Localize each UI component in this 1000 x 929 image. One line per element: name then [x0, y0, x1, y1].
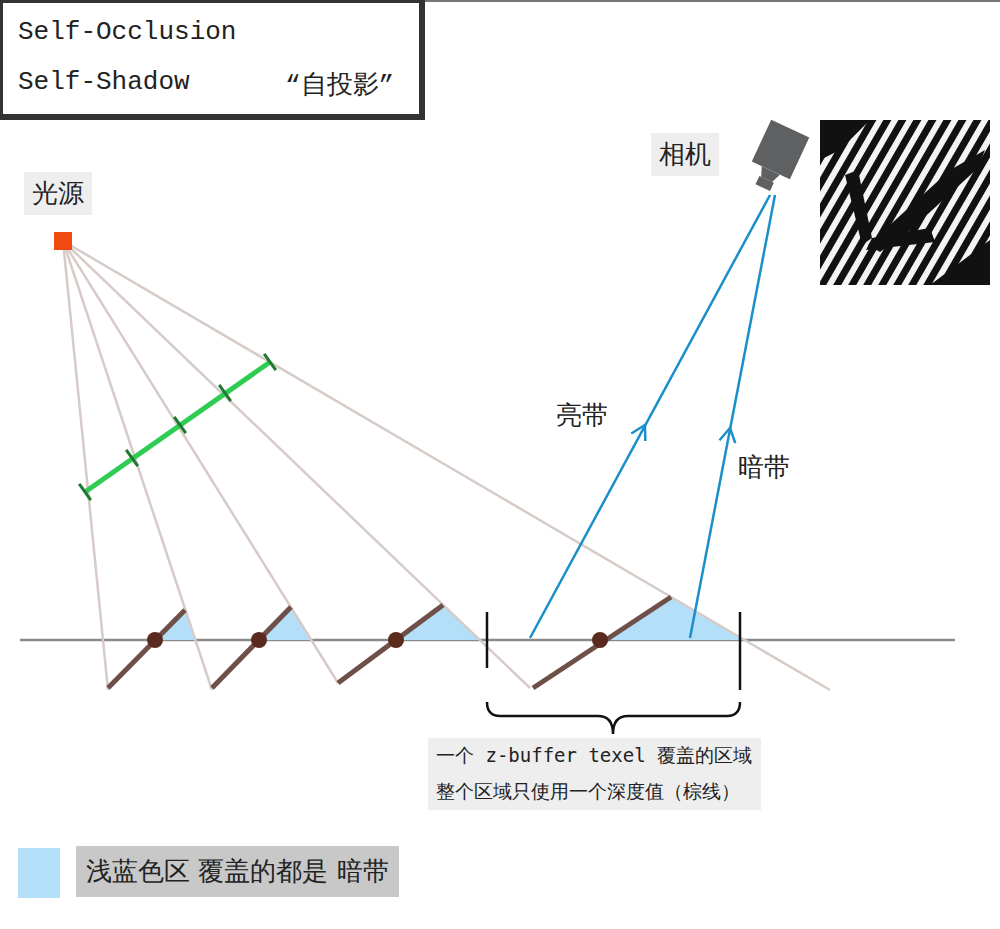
light-ray: [63, 241, 830, 690]
texel-bracket: [487, 612, 740, 734]
top-rule: [425, 0, 1000, 2]
dark-band-label: 暗带: [738, 450, 790, 485]
texel-caption: 整个区域只使用一个深度值（棕线）: [428, 774, 761, 810]
bright-band-label: 亮带: [556, 398, 608, 433]
camera-label: 相机: [651, 133, 719, 176]
depth-line: [108, 597, 671, 688]
view-ray: [530, 195, 775, 638]
legend-text: 浅蓝色区 覆盖的都是 暗带: [76, 846, 399, 897]
light-label: 光源: [24, 172, 92, 215]
title-text: “自投影”: [285, 67, 394, 102]
texel-tick: [79, 354, 276, 500]
shadow-map: [85, 362, 270, 492]
title-text: Self-Shadow: [18, 67, 190, 97]
dark-band-region: [155, 597, 745, 640]
title-box: Self-OcclusionSelf-Shadow “自投影”: [0, 0, 425, 120]
light-source: [54, 232, 72, 250]
title-text: Self-Occlusion: [18, 17, 236, 47]
sample-dot: [147, 632, 608, 648]
texel-caption: 一个 z-buffer texel 覆盖的区域: [428, 738, 761, 774]
legend-swatch: [18, 848, 60, 898]
shadow-acne-image: [820, 120, 990, 285]
camera-icon: [744, 120, 810, 197]
